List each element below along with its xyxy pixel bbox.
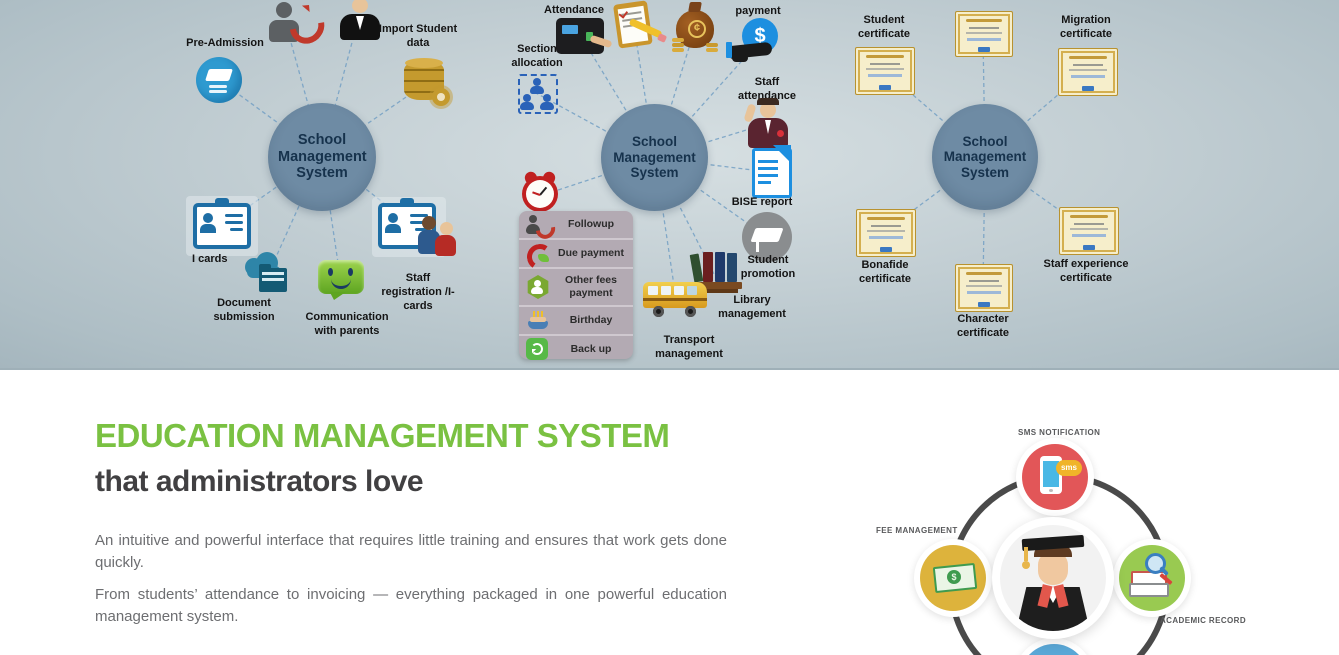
alarm-clock-icon — [520, 169, 562, 216]
label-staff-experience-certificate: Staff experience certificate — [1043, 258, 1129, 284]
hero-banner-illustration: School Management System Pre-Admission I… — [0, 0, 1339, 370]
hub-circle-3: School Management System — [932, 104, 1038, 210]
intro-paragraph-2: From students’ attendance to invoicing —… — [95, 586, 727, 625]
label-student-certificate: Student certificate — [858, 14, 910, 40]
exam-clipboard-icon — [609, 0, 668, 53]
academic-record-icon — [1119, 545, 1185, 611]
label-attendance: Attendance — [544, 4, 604, 16]
panel-row-backup: Back up — [519, 336, 633, 363]
page-subtitle: that administrators love — [95, 465, 424, 498]
label-student-promotion: Student promotion — [740, 254, 796, 280]
icards-icon — [193, 198, 251, 249]
hub-circle-2: School Management System — [601, 104, 708, 211]
student-promotion-icon — [742, 212, 792, 262]
label-document-submission: Document submission — [213, 297, 275, 323]
enrollment-growth-icon — [264, 0, 332, 51]
staff-experience-certificate-icon — [1059, 207, 1119, 255]
due-payment-icon — [524, 241, 556, 272]
top-certificate-icon — [955, 11, 1013, 57]
label-library: Library management — [718, 294, 786, 320]
bottom-feature-icon — [1020, 644, 1088, 655]
pre-admission-icon — [196, 57, 242, 103]
import-data-icon — [404, 58, 450, 106]
staff-payment-icon: $ — [726, 18, 786, 64]
panel-row-due-payment: Due payment — [519, 240, 633, 272]
character-certificate-icon — [955, 264, 1013, 312]
hub-circle-1: School Management System — [268, 103, 376, 211]
library-books-icon — [689, 250, 742, 293]
academic-record-label: ACADEMIC RECORD — [1160, 616, 1246, 625]
label-transport: Transport management — [655, 334, 723, 360]
hub-label: School Management System — [943, 133, 1027, 180]
label-staff-attendance: Staff attendance — [737, 76, 797, 102]
label-top-certificate: certificate — [950, 0, 1016, 3]
label-icards: I cards — [192, 253, 228, 265]
other-fees-icon — [526, 275, 550, 299]
label-bonafide-certificate: Bonafide certificate — [859, 259, 911, 285]
panel-row-followup: Followup — [519, 211, 633, 243]
bise-report-icon — [752, 145, 792, 198]
communication-icon — [318, 260, 366, 308]
attendance-device-icon — [556, 18, 613, 58]
followup-icon — [526, 213, 560, 243]
sms-notification-label: SMS NOTIFICATION — [1018, 428, 1101, 437]
fee-collection-moneybag-icon: ¢ — [672, 0, 720, 52]
staff-persons-icon — [418, 216, 458, 260]
label-pre-admission: Pre-Admission — [186, 37, 264, 49]
bonafide-certificate-icon — [856, 209, 916, 257]
panel-row-other-fees: Other fees payment — [519, 269, 633, 307]
label-staff-registration: Staff registration /I-cards — [381, 272, 455, 312]
hub-label: School Management System — [613, 134, 696, 181]
section-allocation-icon — [518, 74, 558, 114]
transport-bus-icon — [643, 278, 711, 320]
birthday-cake-icon — [526, 309, 550, 333]
label-import-student-data: Import Student data — [378, 23, 458, 49]
migration-certificate-icon — [1058, 48, 1118, 96]
label-section-allocation: Section allocation — [511, 43, 563, 69]
student-figure-icon — [338, 0, 382, 42]
label-migration-certificate: Migration certificate — [1060, 14, 1112, 40]
backup-icon — [526, 337, 550, 362]
page-title: EDUCATION MANAGEMENT SYSTEM — [95, 417, 670, 454]
graduate-avatar — [1000, 525, 1106, 631]
fee-management-icon: $ — [920, 545, 986, 611]
reminders-panel: Followup Due payment Other fees payment — [519, 211, 633, 360]
student-certificate-icon — [855, 47, 915, 95]
staff-attendance-icon — [743, 98, 790, 150]
label-communication: Communication with parents — [305, 311, 389, 337]
fee-management-label: FEE MANAGEMENT — [876, 526, 958, 535]
label-staff-payment: Staff payment — [735, 0, 781, 17]
label-character-certificate: Character certificate — [957, 313, 1009, 339]
document-submission-icon — [243, 250, 293, 296]
sms-badge: sms — [1056, 460, 1082, 476]
sms-notification-icon: sms — [1022, 444, 1088, 510]
label-bise-report: BISE report — [731, 196, 793, 208]
panel-row-birthday: Birthday — [519, 307, 633, 336]
feature-wheel: SMS NOTIFICATION sms FEE MANAGEMENT $ AC… — [820, 400, 1339, 655]
hub-label: School Management System — [278, 131, 367, 182]
intro-paragraph-1: An intuitive and powerful interface that… — [95, 532, 727, 571]
